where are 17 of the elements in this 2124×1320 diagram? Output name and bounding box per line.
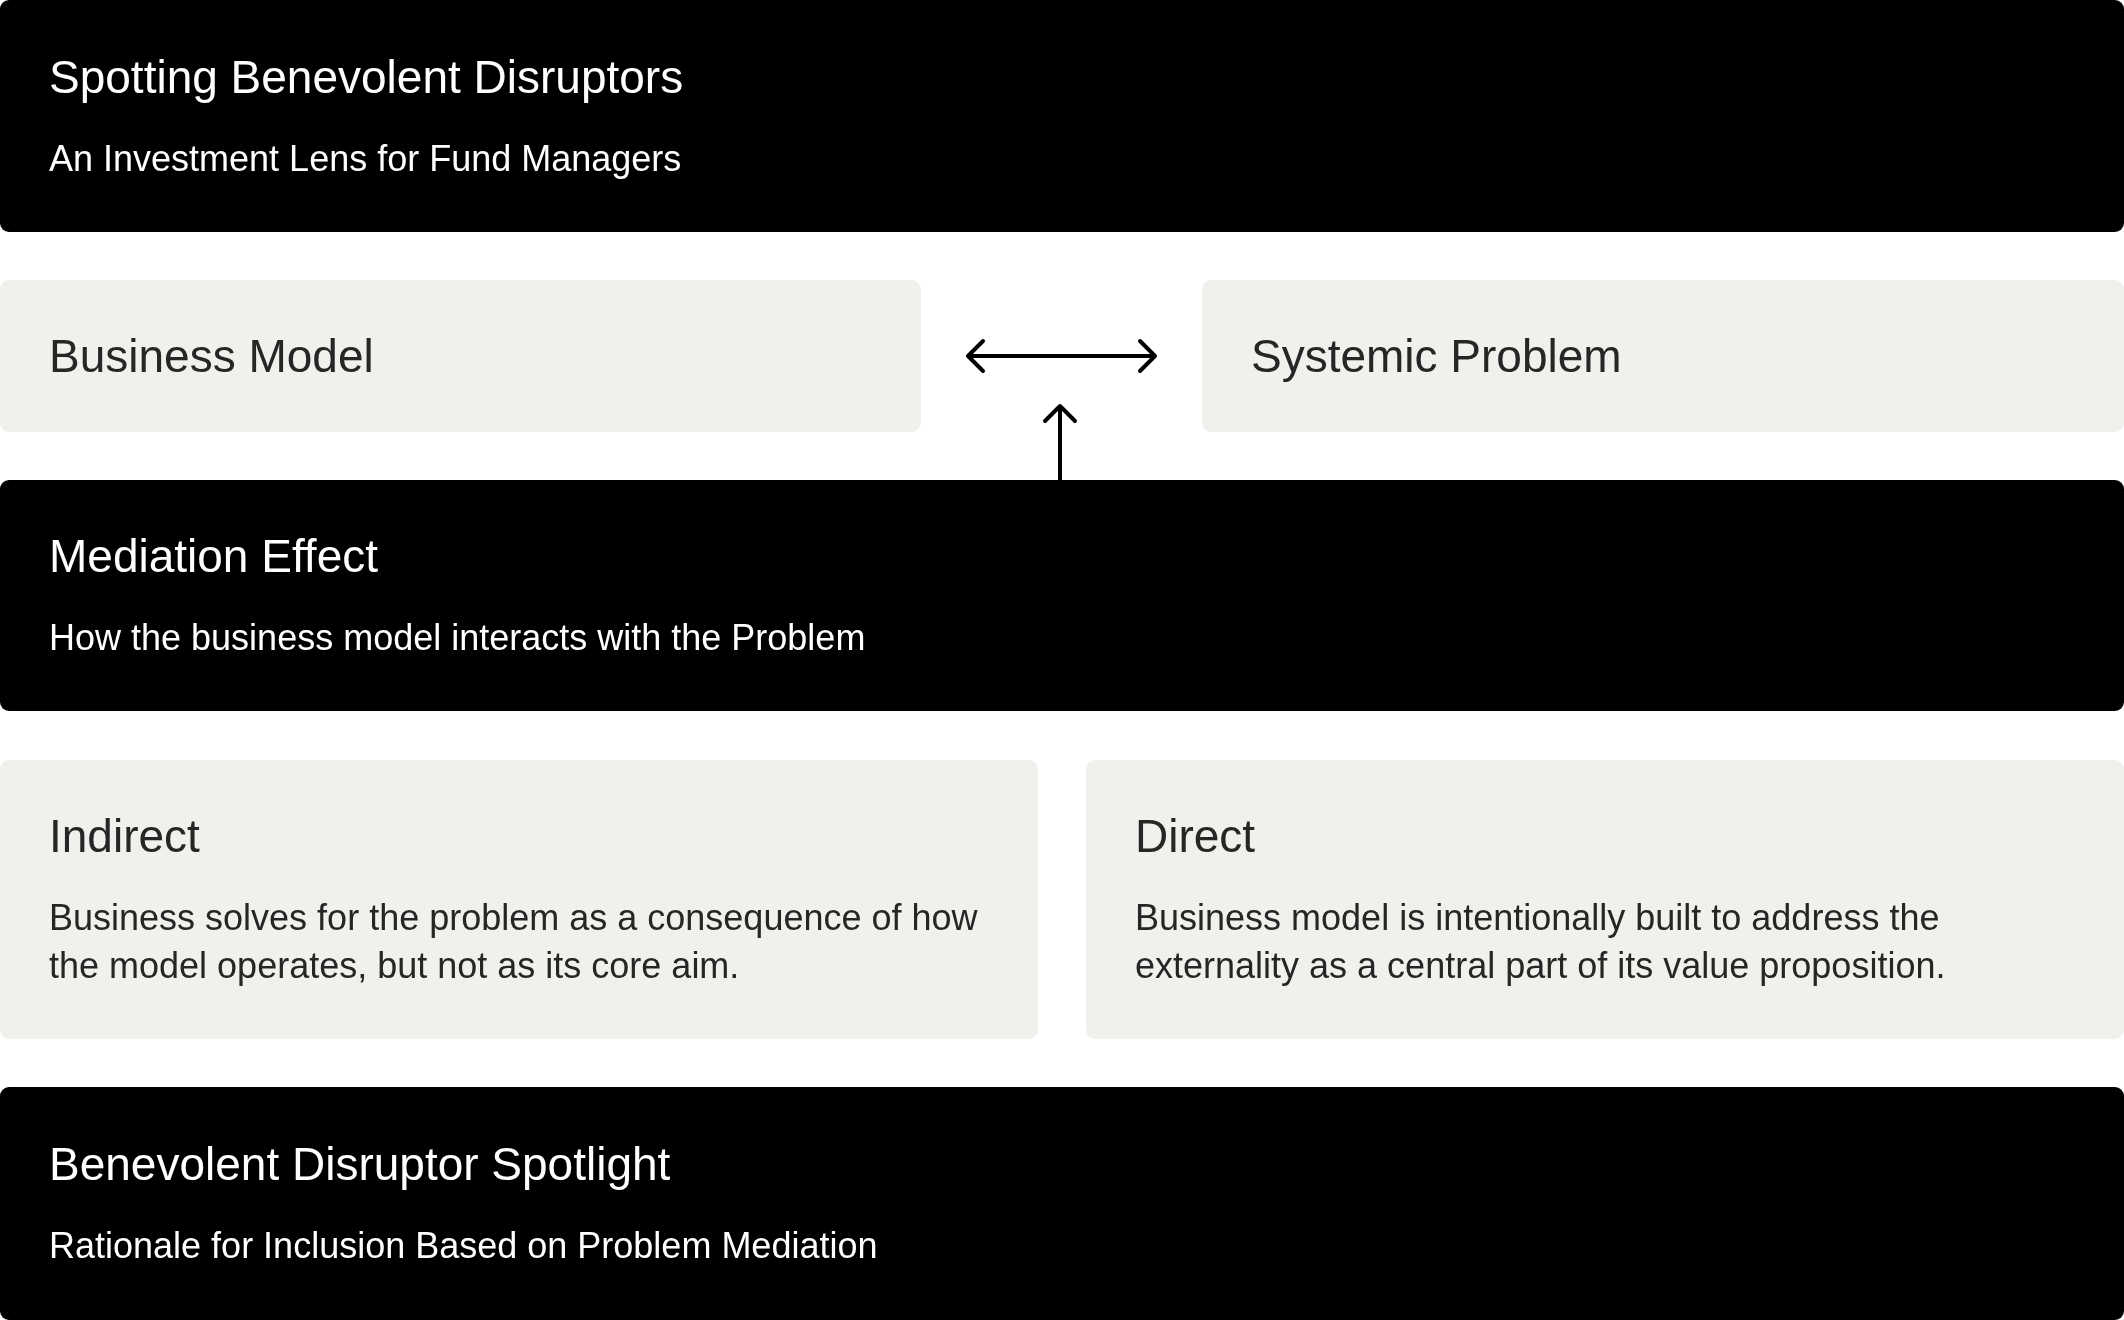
band-subheading: An Investment Lens for Fund Managers [49,136,682,181]
card-heading: Business Model [49,329,374,383]
title-band [0,0,2124,232]
section-band [0,480,2124,711]
arrow [1043,404,1077,480]
card-heading: Direct [1135,809,1256,863]
card-description: Business solves for the problem as a consequence of how the model operates, but not as its core aim. [49,896,979,988]
band-heading: Mediation Effect [49,529,378,583]
card-heading: Systemic Problem [1251,329,1622,383]
band-subheading: How the business model interacts with the Problem [49,616,866,660]
card-description: Business model is intentionally built to address the externality as a central part of its value proposition. [1135,896,1947,988]
band-heading: Spotting Benevolent Disruptors [49,49,684,104]
footer-band [0,1087,2124,1320]
card-heading: Indirect [49,809,200,863]
double-arrow [966,339,1157,373]
band-subheading: Rationale for Inclusion Based on Problem Mediation [49,1224,878,1268]
band-heading: Benevolent Disruptor Spotlight [49,1137,671,1191]
